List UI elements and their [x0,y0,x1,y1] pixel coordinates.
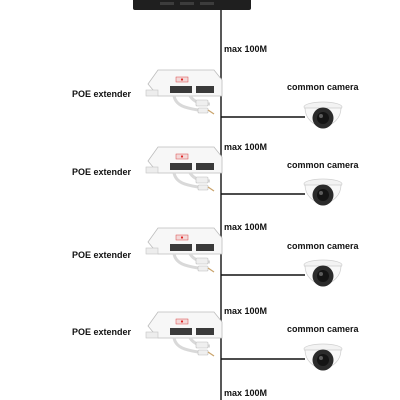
network-switch-icon [133,0,251,10]
poe-extender-icon [145,146,223,192]
dome-camera-icon [303,259,343,287]
poe-extender-icon [145,311,223,357]
common-camera-label: common camera [287,160,359,170]
distance-label: max 100M [224,306,268,316]
dome-camera-icon [303,178,343,206]
poe-extender-label: POE extender [72,250,132,260]
distance-label: max 100M [224,44,268,54]
distance-label: max 100M [224,142,268,152]
poe-extender-label: POE extender [72,89,132,99]
dome-camera-icon [303,343,343,371]
poe-extender-label: POE extender [72,327,132,337]
poe-extender-icon [145,227,223,273]
common-camera-label: common camera [287,82,359,92]
poe-extender-label: POE extender [72,167,132,177]
poe-extender-icon [145,69,223,115]
distance-label: max 100M [224,388,268,398]
common-camera-label: common camera [287,241,359,251]
distance-label: max 100M [224,222,268,232]
dome-camera-icon [303,101,343,129]
common-camera-label: common camera [287,324,359,334]
